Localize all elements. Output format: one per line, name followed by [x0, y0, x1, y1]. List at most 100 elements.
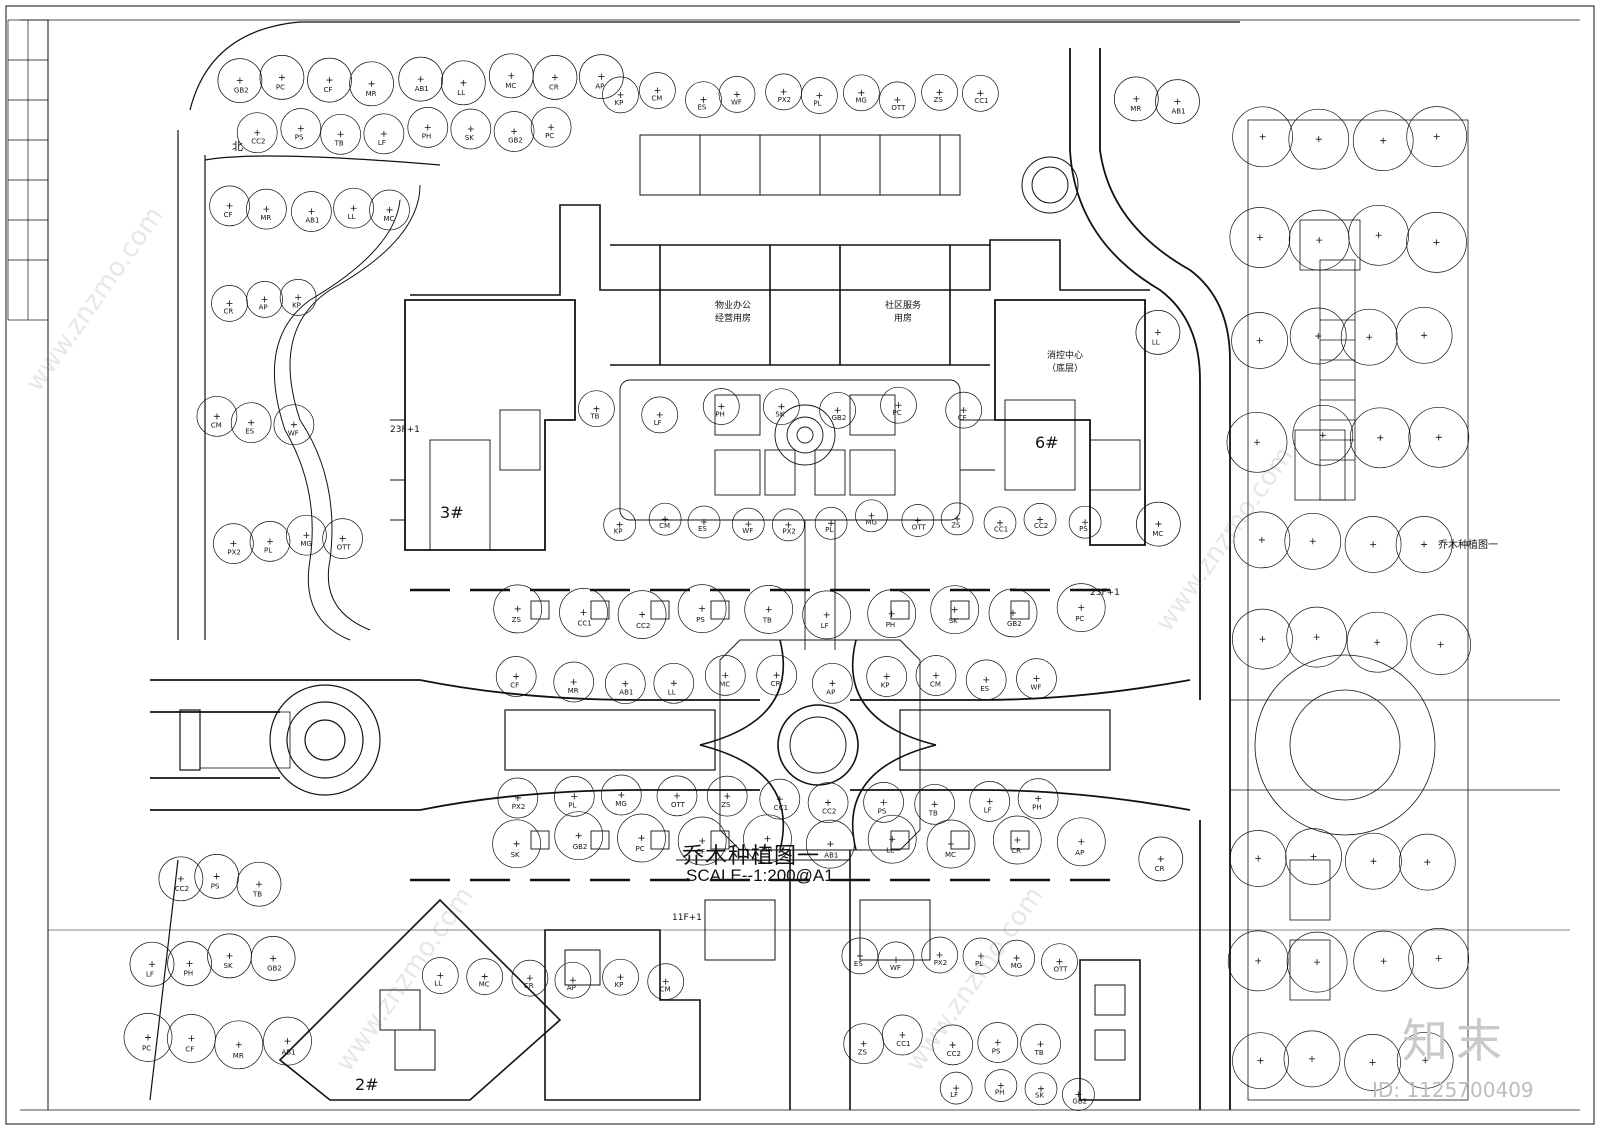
title-block-strip	[7, 19, 49, 321]
tree-center-mark	[700, 96, 707, 103]
tree-center-mark	[834, 407, 841, 414]
tree-center-mark	[226, 952, 233, 959]
west-garden-path	[273, 184, 421, 641]
tree-canopy	[440, 60, 486, 106]
tree-center-mark	[1435, 434, 1442, 441]
tree-canopy	[511, 959, 549, 997]
tree-center-mark	[997, 519, 1004, 526]
tree-center-mark	[1309, 538, 1316, 545]
tree-code-label: MC	[384, 215, 395, 223]
tree-code-label: ZS	[934, 96, 944, 104]
tree-center-mark	[673, 792, 680, 799]
tree-center-mark	[1258, 536, 1265, 543]
tree-code-label: PX2	[512, 803, 525, 811]
tree-canopy	[647, 963, 685, 1000]
tree-center-mark	[1013, 955, 1020, 962]
tree-pit	[950, 830, 970, 850]
tree-center-mark	[1155, 521, 1162, 528]
tree-code-label: CR	[549, 84, 559, 92]
plan-title: 乔木种植图一	[682, 844, 821, 869]
tree-canopy	[819, 391, 856, 429]
tree-canopy	[495, 656, 537, 697]
tree-pit	[530, 600, 550, 620]
tree-center-mark	[1370, 858, 1377, 865]
tree-code-label: CC1	[774, 804, 788, 812]
tree-canopy	[984, 1069, 1018, 1102]
tree-canopy	[600, 774, 642, 816]
tree-code-label: PS	[878, 807, 887, 815]
tree-center-mark	[256, 881, 263, 888]
tree-canopy	[1286, 931, 1348, 993]
tree-canopy	[1016, 658, 1057, 699]
tree-code-label: GB2	[267, 965, 282, 973]
tree-canopy	[756, 654, 798, 696]
tree-pit	[710, 600, 730, 620]
tree-center-mark	[936, 89, 943, 96]
tree-code-label: PC	[276, 84, 285, 92]
tree-canopy	[553, 776, 595, 817]
tree-center-mark	[514, 794, 521, 801]
tree-canopy	[855, 499, 888, 533]
tree-canopy	[553, 661, 595, 703]
tree-code-label: ZS	[858, 1049, 868, 1057]
tree-canopy	[1346, 611, 1408, 673]
tree-center-mark	[894, 96, 901, 103]
tree-center-mark	[513, 840, 520, 847]
tree-code-label: GB2	[1072, 1097, 1087, 1105]
tree-code-label: GB2	[508, 137, 523, 145]
tree-canopy	[639, 72, 676, 109]
tree-canopy	[307, 57, 352, 103]
tree-center-mark	[339, 535, 346, 542]
tree-code-label: CF	[324, 86, 333, 94]
tree-canopy	[369, 189, 410, 231]
tree-code-label: AP	[595, 83, 604, 91]
tree-canopy	[530, 106, 572, 148]
tree-code-label: PL	[264, 546, 272, 554]
tree-center-mark	[914, 517, 921, 524]
tree-center-mark	[1033, 675, 1040, 682]
tree-canopy	[802, 590, 852, 640]
tree-canopy	[211, 285, 248, 322]
tree-pit	[590, 830, 610, 850]
tree-center-mark	[569, 977, 576, 984]
tree-center-mark	[931, 801, 938, 808]
tree-canopy	[921, 73, 958, 111]
tree-center-mark	[785, 521, 792, 528]
tree-canopy	[604, 663, 646, 705]
tree-canopy	[129, 941, 175, 987]
tree-center-mark	[213, 413, 220, 420]
tree-canopy	[249, 521, 291, 562]
tree-code-label: CF	[510, 682, 519, 690]
tree-code-label: CR	[1155, 865, 1165, 873]
tree-center-mark	[868, 512, 875, 519]
tree-canopy	[945, 391, 983, 429]
tree-center-mark	[1014, 836, 1021, 843]
tree-center-mark	[960, 407, 967, 414]
tree-code-label: LL	[668, 688, 676, 696]
tree-code-label: ZS	[512, 616, 522, 624]
tree-center-mark	[776, 796, 783, 803]
tree-canopy	[901, 504, 935, 537]
tree-center-mark	[778, 403, 785, 410]
room-office: 物业办公 经营用房	[714, 301, 751, 324]
tree-center-mark	[1037, 516, 1044, 523]
tree-code-label: PH	[995, 1088, 1005, 1096]
tree-canopy	[1229, 207, 1291, 268]
tree-center-mark	[773, 672, 780, 679]
north-label: 北	[232, 140, 243, 153]
tree-code-label: CM	[211, 421, 222, 429]
tree-center-mark	[699, 605, 706, 612]
podium-buildings	[410, 204, 1150, 366]
tree-center-mark	[654, 87, 661, 94]
parking-edges	[410, 588, 1130, 882]
tree-code-label: SK	[465, 134, 474, 142]
tree-code-label: TB	[1034, 1049, 1044, 1057]
tree-center-mark	[417, 76, 424, 83]
tree-center-mark	[308, 208, 315, 215]
tree-code-label: PS	[1079, 525, 1088, 533]
tree-canopy	[702, 388, 740, 425]
tree-canopy	[554, 811, 604, 861]
tree-center-mark	[986, 798, 993, 805]
tree-code-label: PL	[825, 526, 833, 534]
tree-center-mark	[1308, 1055, 1315, 1062]
